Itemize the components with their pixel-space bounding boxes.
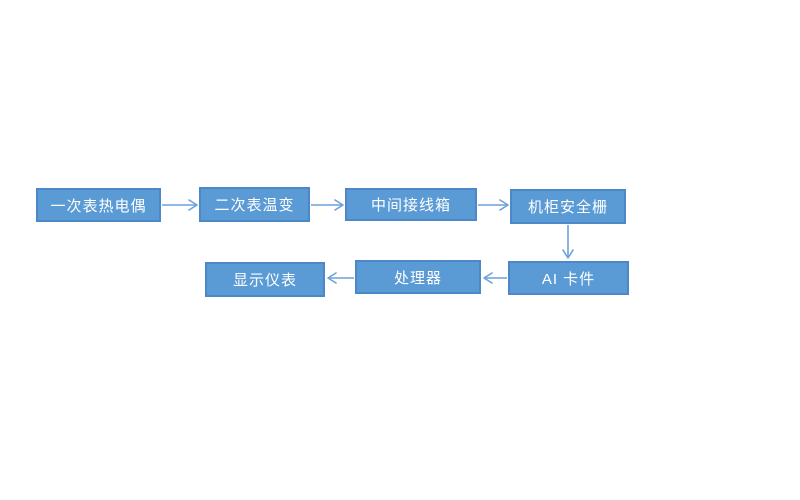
node-secondary-transmitter: 二次表温变 [199,187,310,222]
node-processor: 处理器 [355,260,481,294]
node-display-instrument: 显示仪表 [205,262,325,297]
node-junction-box: 中间接线箱 [345,188,477,221]
node-safety-barrier: 机柜安全栅 [510,189,626,224]
node-primary-thermocouple: 一次表热电偶 [36,188,161,222]
node-ai-card: AI 卡件 [508,261,629,295]
